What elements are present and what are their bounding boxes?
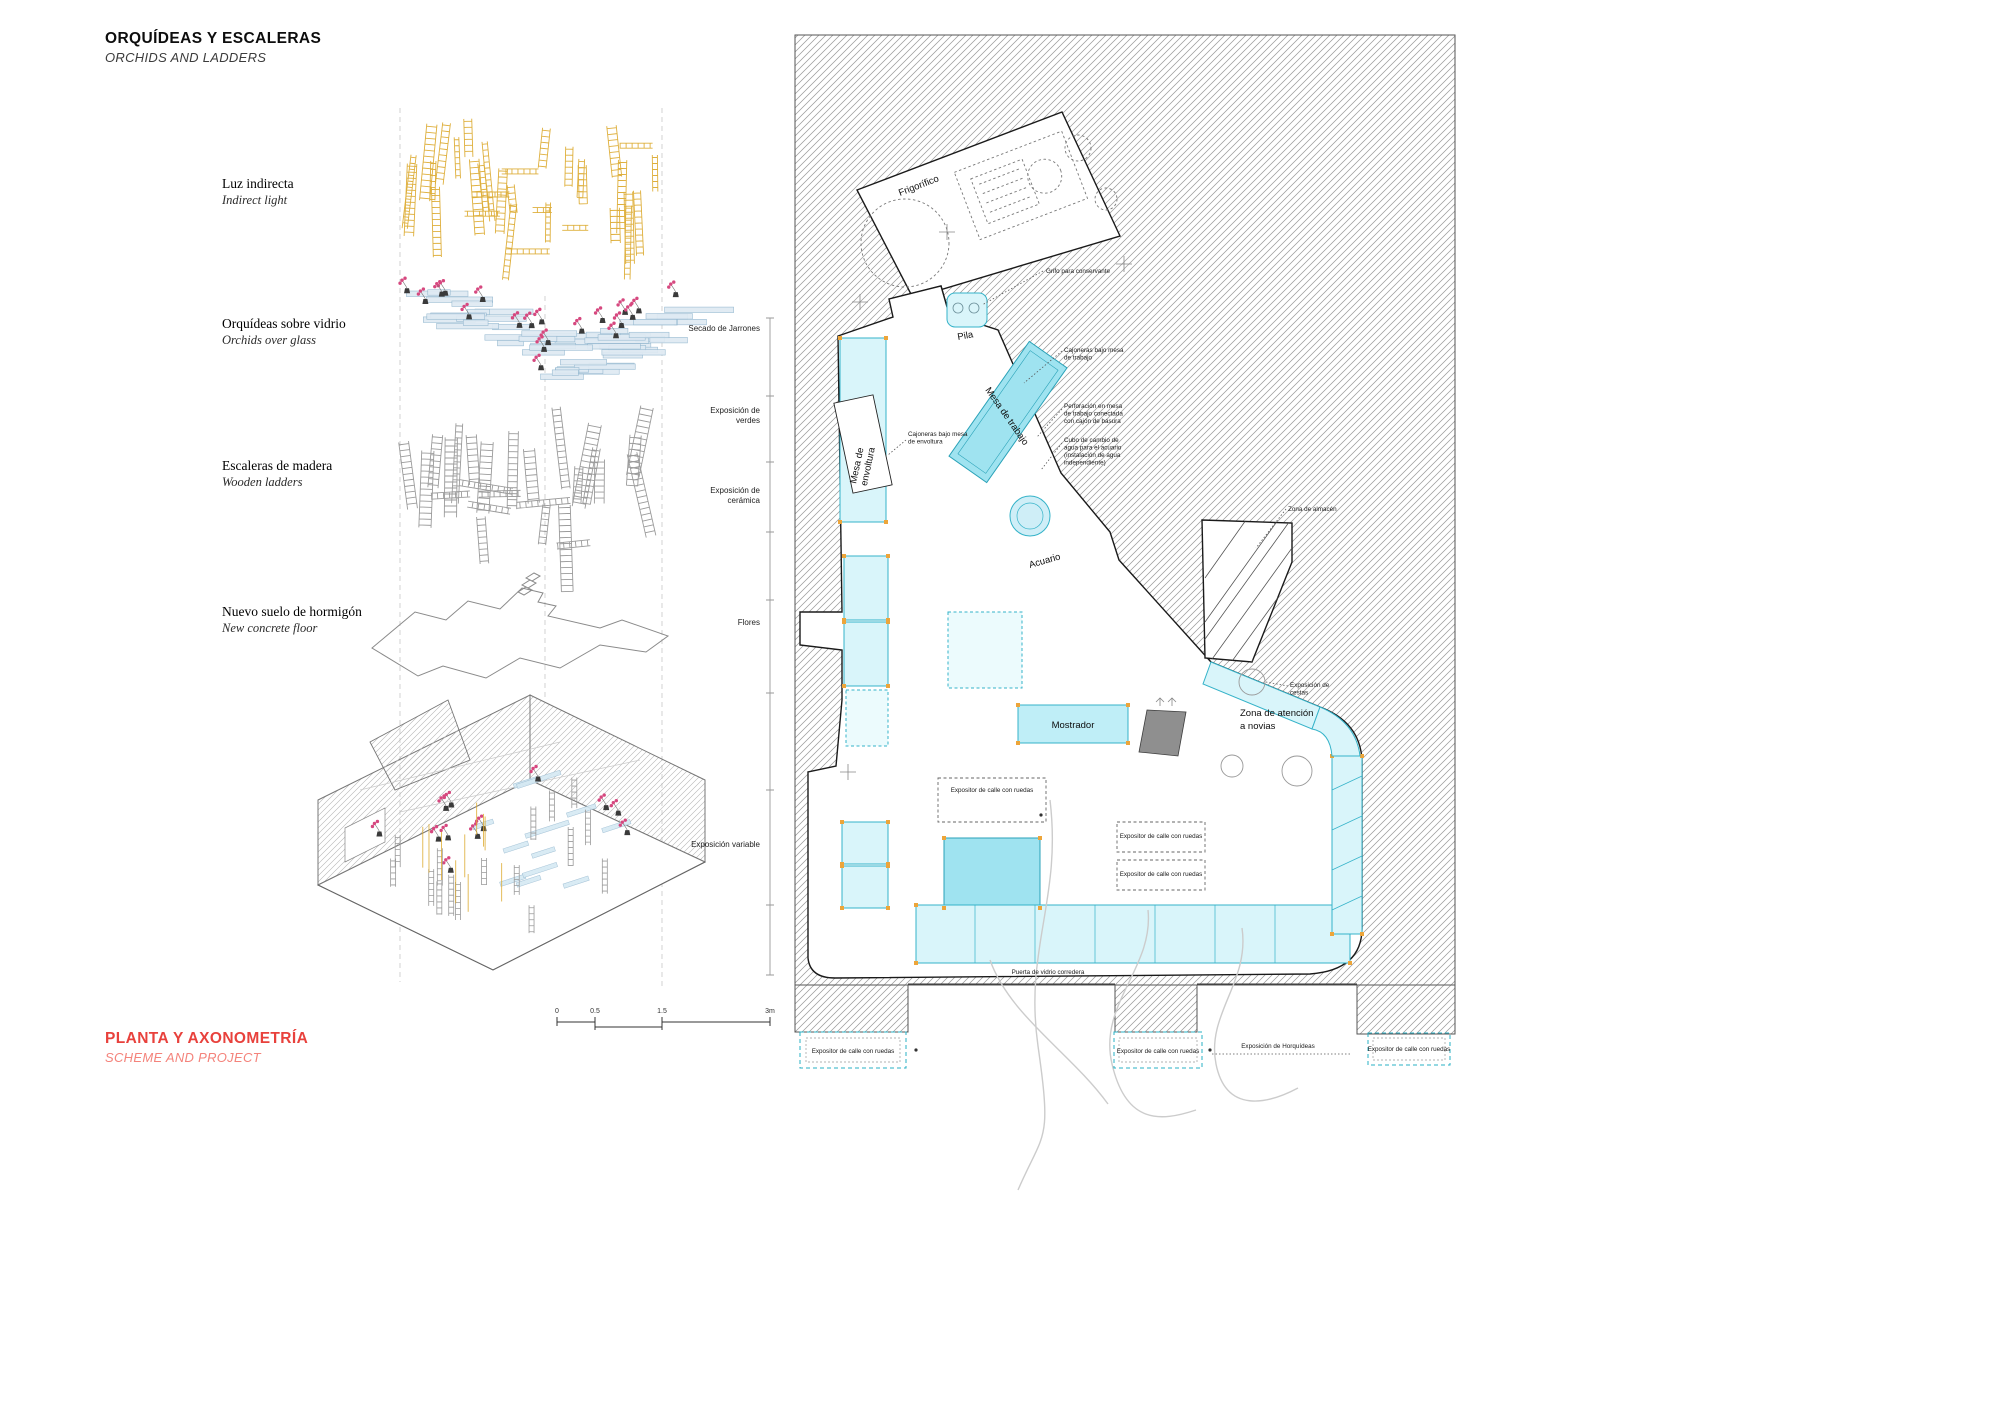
footer-es: PLANTA Y AXONOMETRÍA	[105, 1030, 309, 1047]
axon-roof-plane	[369, 699, 471, 791]
layer-label-indirect-light: Luz indirecta Indirect light	[222, 176, 294, 208]
sheet-footer: PLANTA Y AXONOMETRÍA SCHEME AND PROJECT	[105, 1030, 308, 1065]
footer-en: SCHEME AND PROJECT	[105, 1050, 261, 1065]
frigorifico-equipment	[860, 130, 1118, 288]
ann-expositor-b1: Expositor de calle con ruedas	[812, 1048, 895, 1055]
program-label-ceramica: Exposición de cerámica	[710, 486, 760, 505]
program-label-variable: Exposición variable	[691, 840, 760, 849]
wall-unit	[841, 821, 889, 865]
ann-expositor-b3: Expositor de calle con ruedas	[1368, 1046, 1451, 1053]
layer-label-concrete-floor: Nuevo suelo de hormigón New concrete flo…	[222, 604, 362, 636]
axon-door-opening	[344, 807, 386, 863]
axonometric-view	[316, 694, 707, 971]
program-label-flores: Flores	[737, 618, 760, 627]
ann-puerta: Puerta de vidrio corredera	[1012, 969, 1085, 976]
survey-crosses	[840, 224, 1177, 780]
scale-tick-05: 0.5	[590, 1008, 600, 1015]
layer-3-en: New concrete floor	[222, 621, 318, 635]
ann-grifo: Grifo para conservante	[1046, 268, 1111, 275]
label-mesa-envoltura: Mesa de envoltura	[833, 394, 893, 494]
ann-exp-cestas: Exposición de cestas	[1290, 682, 1331, 697]
layer-1-en: Orchids over glass	[222, 333, 316, 347]
street-displays	[799, 1031, 1451, 1069]
room-frigorifico	[856, 111, 1121, 299]
program-label-verdes: Exposición de verdes	[710, 406, 760, 425]
wooden-ladders-drawing	[398, 405, 657, 593]
ann-exp-horquideas: Exposición de Horquídeas	[1241, 1043, 1315, 1050]
room-storage	[1201, 519, 1293, 663]
wall-unit	[843, 621, 889, 687]
plant-tendrils	[989, 799, 1299, 1191]
wall-unit	[843, 555, 889, 621]
display-table-dashed	[947, 611, 1023, 689]
concrete-floor-outline	[371, 572, 670, 679]
layer-1-es: Orquídeas sobre vidrio	[222, 316, 346, 331]
ann-expositor-3: Expositor de calle con ruedas	[1120, 871, 1203, 878]
axon-light-battens	[422, 802, 503, 912]
layer-2-es: Escaleras de madera	[222, 458, 333, 473]
floor-plan: Frigorífico Pila Mesa de envoltura Mesa …	[794, 34, 1456, 1191]
scale-tick-3m: 3m	[765, 1008, 775, 1015]
orchids-over-glass-drawing	[398, 276, 734, 380]
program-label-secado: Secado de Jarrones	[688, 324, 760, 333]
scale-tick-0: 0	[555, 1008, 559, 1015]
display-dot	[1039, 813, 1043, 817]
ann-cubo: Cubo de cambio de agua para el acuario (…	[1064, 437, 1123, 467]
mostrador-counter	[1017, 704, 1129, 744]
mobile-displays	[937, 777, 1206, 891]
annotation-leaders	[887, 270, 1352, 1055]
program-ruler	[766, 317, 774, 976]
basket-circles	[1220, 668, 1313, 787]
mesa-trabajo	[948, 340, 1068, 484]
layer-3-es: Nuevo suelo de hormigón	[222, 604, 362, 619]
title-en: ORCHIDS AND LADDERS	[105, 50, 267, 65]
layer-label-ladders: Escaleras de madera Wooden ladders	[222, 458, 332, 490]
center-display-block	[943, 837, 1041, 909]
scale-bar: 0 0.5 1.5 3m	[555, 1008, 775, 1030]
fixed-stair-element	[1138, 709, 1187, 757]
ann-zona-almacen: Zona de almacén	[1288, 506, 1337, 513]
label-zona-novias: Zona de atención a novias	[1240, 708, 1316, 732]
room-main	[799, 285, 1363, 979]
label-pila: Pila	[957, 329, 975, 343]
furniture	[838, 292, 1364, 965]
ann-expositor-b2: Expositor de calle con ruedas	[1117, 1048, 1200, 1055]
acuario	[1009, 495, 1051, 537]
plan-annotations: Grifo para conservante Cajoneras bajo me…	[812, 268, 1451, 1055]
wall-unit	[841, 865, 889, 909]
label-mostrador: Mostrador	[1052, 720, 1095, 731]
scale-tick-15: 1.5	[657, 1008, 667, 1015]
shop-floor	[799, 111, 1363, 979]
layer-2-en: Wooden ladders	[222, 475, 303, 489]
ann-cajoneras-envoltura: Cajoneras bajo mesa de envoltura	[908, 431, 969, 446]
layer-0-es: Luz indirecta	[222, 176, 294, 191]
ann-expositor-2: Expositor de calle con ruedas	[1120, 833, 1203, 840]
ann-cajoneras-trabajo: Cajoneras bajo mesa de trabajo	[1064, 347, 1125, 362]
sheet-title: ORQUÍDEAS Y ESCALERAS ORCHIDS AND LADDER…	[105, 30, 321, 65]
indirect-light-ladders-drawing	[401, 118, 659, 281]
ann-perforacion: Perforación en mesa de trabajo conectada…	[1064, 403, 1125, 425]
novias-counter-corner	[1311, 706, 1361, 757]
ann-expositor-1: Expositor de calle con ruedas	[951, 787, 1034, 794]
layer-label-orchids: Orquídeas sobre vidrio Orchids over glas…	[222, 316, 346, 348]
bottom-display-band	[914, 903, 1352, 965]
pila-sink	[946, 292, 988, 328]
layer-0-en: Indirect light	[222, 193, 288, 207]
wall-unit-dashed	[845, 689, 889, 747]
title-es: ORQUÍDEAS Y ESCALERAS	[105, 30, 322, 47]
right-display-band	[1330, 754, 1364, 936]
